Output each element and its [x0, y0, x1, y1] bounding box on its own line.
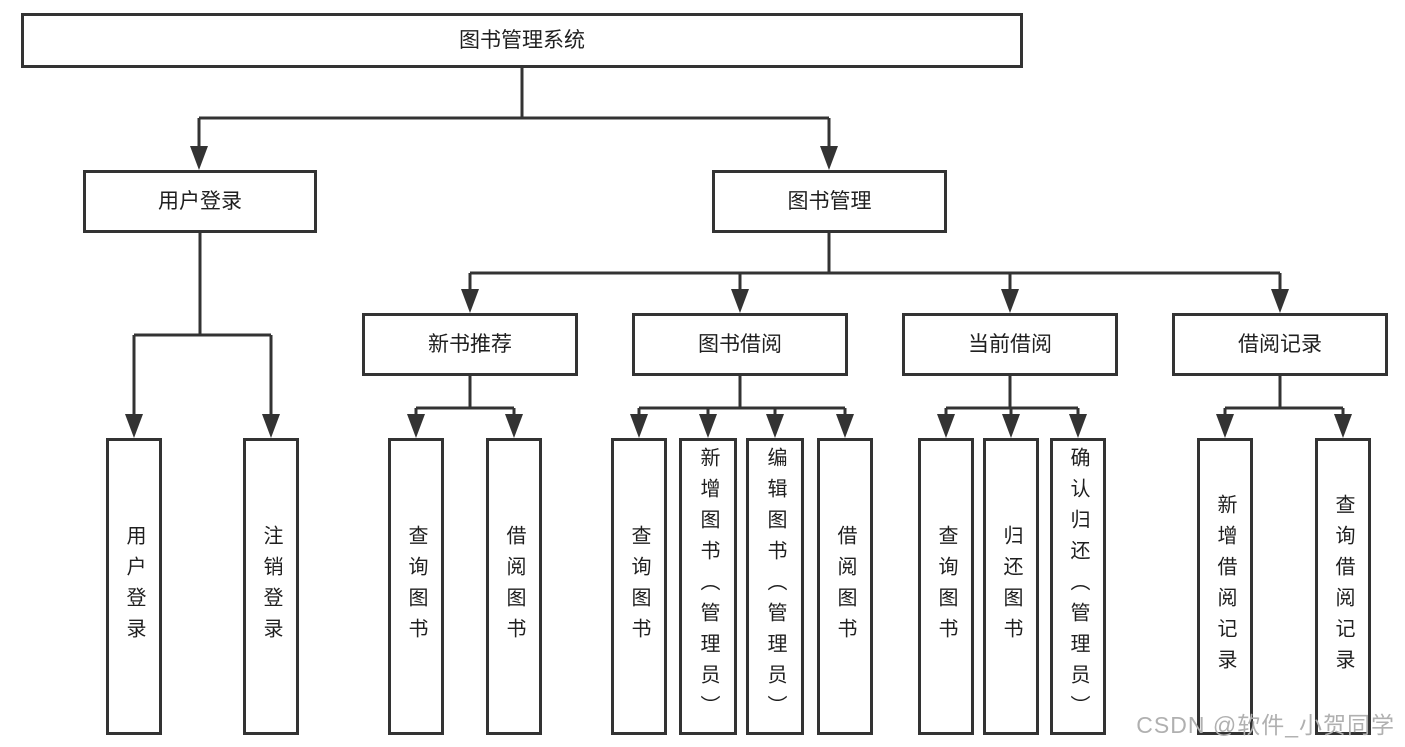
- leaf-label: 新增图书（管理员）: [697, 447, 719, 726]
- leaf-add-books-admin: 新增图书（管理员）: [679, 438, 737, 735]
- node-current-borrowing: 当前借阅: [902, 313, 1118, 376]
- leaf-borrow-books-recommend: 借阅图书: [486, 438, 542, 735]
- leaf-label: 确认归还（管理员）: [1067, 447, 1089, 726]
- leaf-query-books-recommend: 查询图书: [388, 438, 444, 735]
- leaf-borrow-books-borrowing: 借阅图书: [817, 438, 873, 735]
- node-library-management-system: 图书管理系统: [21, 13, 1023, 68]
- leaf-label: 注销登录: [260, 524, 282, 649]
- leaf-label: 编辑图书（管理员）: [764, 447, 786, 726]
- leaf-label: 新增借阅记录: [1214, 493, 1236, 680]
- leaf-return-books: 归还图书: [983, 438, 1039, 735]
- leaf-edit-books-admin: 编辑图书（管理员）: [746, 438, 804, 735]
- leaf-logout: 注销登录: [243, 438, 299, 735]
- leaf-label: 借阅图书: [834, 524, 856, 649]
- node-user-login: 用户登录: [83, 170, 317, 233]
- node-book-borrowing: 图书借阅: [632, 313, 848, 376]
- leaf-label: 归还图书: [1000, 524, 1022, 649]
- leaf-add-borrow-record: 新增借阅记录: [1197, 438, 1253, 735]
- leaf-label: 查询图书: [935, 524, 957, 649]
- leaf-label: 查询图书: [628, 524, 650, 649]
- leaf-query-borrow-record: 查询借阅记录: [1315, 438, 1371, 735]
- leaf-query-books-current: 查询图书: [918, 438, 974, 735]
- leaf-label: 查询图书: [405, 524, 427, 649]
- node-book-management: 图书管理: [712, 170, 947, 233]
- node-borrowing-records: 借阅记录: [1172, 313, 1388, 376]
- leaf-label: 借阅图书: [503, 524, 525, 649]
- leaf-user-login: 用户登录: [106, 438, 162, 735]
- leaf-confirm-return-admin: 确认归还（管理员）: [1050, 438, 1106, 735]
- csdn-watermark: CSDN @软件_小贺同学: [1136, 712, 1395, 738]
- leaf-label: 用户登录: [123, 524, 145, 649]
- leaf-query-books-borrowing: 查询图书: [611, 438, 667, 735]
- node-new-book-recommendation: 新书推荐: [362, 313, 578, 376]
- leaf-label: 查询借阅记录: [1332, 493, 1354, 680]
